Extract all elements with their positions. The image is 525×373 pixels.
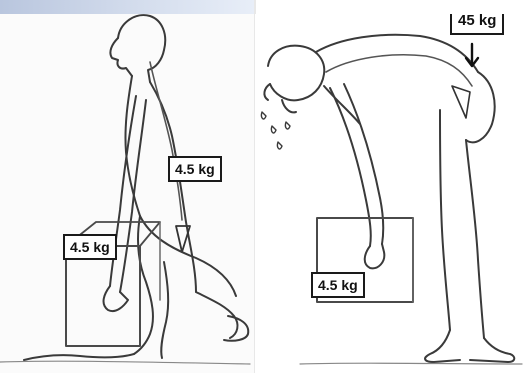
box-weight-label: 4.5 kg xyxy=(311,272,365,298)
bending-lifter-figure xyxy=(255,14,525,373)
spine-load-label: 4.5 kg xyxy=(168,156,222,182)
incorrect-lift-panel: 45 kg 4.5 kg xyxy=(255,14,525,373)
header-accent-bar xyxy=(0,0,255,14)
box-weight-label: 4.5 kg xyxy=(63,234,117,260)
spine-load-label: 45 kg xyxy=(450,14,504,35)
correct-lift-panel: 4.5 kg 4.5 kg xyxy=(0,14,255,373)
kneeling-lifter-figure xyxy=(0,14,255,373)
